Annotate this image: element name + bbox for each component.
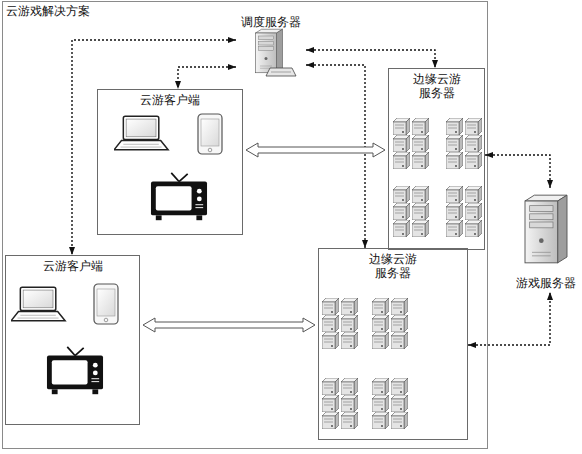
laptop-icon	[11, 287, 65, 321]
server-rack	[372, 298, 408, 349]
stream-arrow	[143, 318, 315, 332]
server-rack	[322, 298, 358, 349]
dotted-link	[485, 155, 550, 188]
server-rack	[393, 186, 429, 237]
node-label: 边缘云游 服务器	[409, 72, 465, 100]
server-rack	[446, 186, 482, 237]
solution-frame: 云游戏解决方案调度服务器云游客户端边缘云游 服务器云游客户端边缘云游 服务器	[2, 1, 488, 449]
phone-icon	[198, 114, 222, 154]
scheduler-server: 调度服务器	[236, 12, 306, 84]
tv-icon	[151, 173, 207, 220]
node-label: 云游客户端	[43, 259, 103, 273]
node-label: 边缘云游 服务器	[365, 252, 421, 280]
server-tower	[256, 29, 283, 73]
dotted-link	[72, 40, 236, 255]
edge-server-group: 边缘云游 服务器	[318, 248, 468, 440]
server-rack	[322, 378, 358, 429]
server-tower	[525, 195, 567, 263]
dotted-link	[306, 50, 435, 68]
client-group: 云游客户端	[5, 255, 140, 425]
dotted-link	[468, 292, 550, 345]
server-rack	[446, 118, 482, 169]
edge-server-group: 边缘云游 服务器	[388, 68, 485, 250]
stream-arrow	[246, 143, 385, 157]
phone-icon	[94, 284, 118, 324]
game-server: 游戏服务器	[510, 188, 582, 292]
server-rack	[372, 378, 408, 429]
keyboard	[266, 68, 296, 76]
client-group: 云游客户端	[97, 89, 243, 235]
node-label: 游戏服务器	[516, 276, 576, 290]
node-label: 云游客户端	[140, 93, 200, 107]
laptop-icon	[114, 116, 168, 150]
tv-icon	[47, 347, 103, 394]
dotted-link	[178, 67, 236, 89]
server-rack	[393, 118, 429, 169]
keyboard-keys	[271, 72, 291, 73]
frame-title: 云游戏解决方案	[6, 4, 90, 18]
dotted-link	[306, 65, 365, 248]
node-label: 调度服务器	[241, 15, 301, 29]
